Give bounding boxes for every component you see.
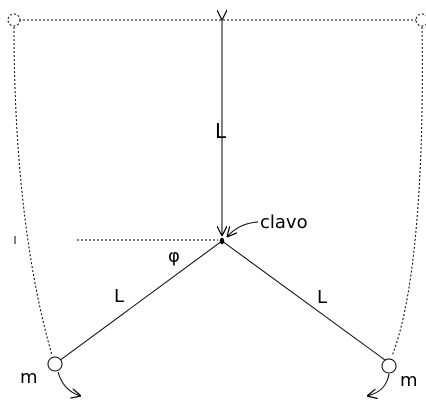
right-initial-position-circle bbox=[415, 13, 426, 27]
right-swing-arc bbox=[391, 26, 423, 357]
left-rod-length-label: L bbox=[114, 286, 124, 307]
right-rod bbox=[221, 240, 386, 361]
right-mass-label: m bbox=[400, 370, 418, 391]
left-initial-position-circle bbox=[7, 13, 21, 27]
nail-pointer bbox=[227, 221, 259, 237]
left-mass-circle bbox=[47, 356, 63, 372]
angle-label: φ bbox=[168, 246, 180, 267]
left-mass-label: m bbox=[20, 367, 38, 388]
left-rod bbox=[58, 240, 223, 362]
left-motion-arrow bbox=[57, 371, 81, 396]
top-length-label: L bbox=[215, 119, 227, 143]
nail-label: clavo bbox=[260, 212, 308, 233]
right-motion-arrow bbox=[367, 373, 390, 396]
right-mass-circle bbox=[381, 358, 397, 374]
right-rod-length-label: L bbox=[317, 287, 327, 308]
left-swing-arc bbox=[13, 26, 53, 356]
nail-point bbox=[219, 237, 225, 245]
